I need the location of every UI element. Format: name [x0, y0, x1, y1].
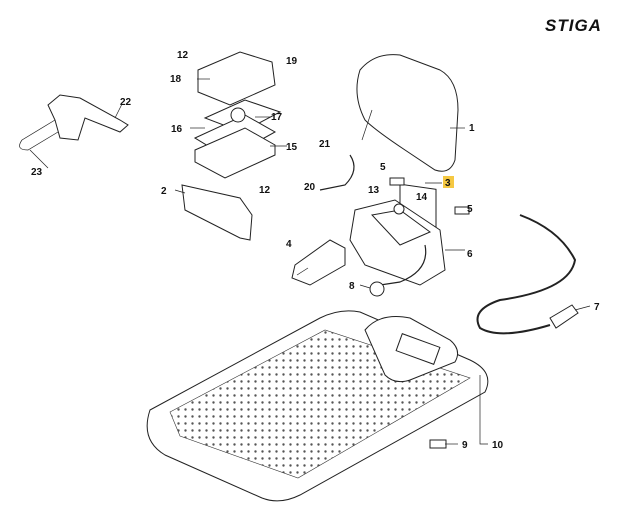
callout-7[interactable]: 7 [594, 302, 600, 313]
callout-8[interactable]: 8 [349, 281, 355, 292]
callout-2[interactable]: 2 [161, 186, 167, 197]
callout-16[interactable]: 16 [171, 124, 183, 135]
callout-20[interactable]: 20 [304, 182, 316, 193]
callout-12[interactable]: 12 [259, 185, 271, 196]
keypad-assembly [193, 51, 282, 179]
callout-17[interactable]: 17 [271, 112, 283, 123]
callout-3[interactable]: 3 [445, 178, 451, 189]
station-body [349, 199, 446, 286]
callout-18[interactable]: 18 [170, 74, 182, 85]
callout-13[interactable]: 13 [368, 185, 380, 196]
connector-block [291, 239, 346, 286]
callout-1[interactable]: 1 [469, 123, 475, 134]
callout-5[interactable]: 5 [380, 162, 386, 173]
callout-labels: 1 2 3 4 5 5 6 7 8 9 10 12 12 13 14 15 16… [31, 50, 600, 451]
front-panel [181, 184, 253, 241]
callout-15[interactable]: 15 [286, 142, 298, 153]
callout-5[interactable]: 5 [467, 204, 473, 215]
base-plate [146, 310, 489, 502]
callout-6[interactable]: 6 [467, 249, 473, 260]
callout-22[interactable]: 22 [120, 97, 132, 108]
callout-4[interactable]: 4 [286, 239, 292, 250]
callout-10[interactable]: 10 [492, 440, 504, 451]
callout-9[interactable]: 9 [462, 440, 468, 451]
callout-12[interactable]: 12 [177, 50, 189, 61]
callout-14[interactable]: 14 [416, 192, 428, 203]
handle-tool [47, 94, 129, 141]
callout-19[interactable]: 19 [286, 56, 298, 67]
highlight-part-3 [443, 176, 454, 188]
callout-21[interactable]: 21 [319, 139, 331, 150]
callout-23[interactable]: 23 [31, 167, 43, 178]
stiga-logo: STIGA [545, 16, 602, 35]
